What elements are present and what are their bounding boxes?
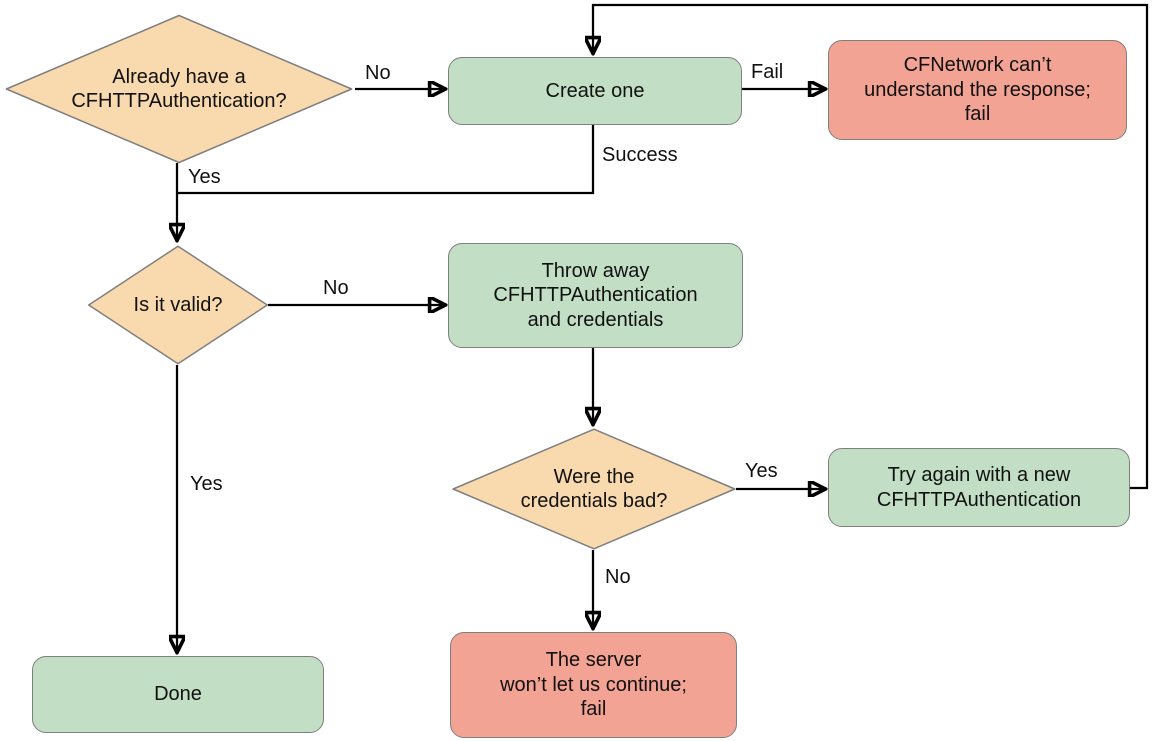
edge-label-no: No (365, 62, 391, 84)
node-label: Already have a CFHTTPAuthentication? (71, 65, 287, 112)
terminal-done: Done (32, 656, 324, 733)
edge-label-no: No (605, 566, 631, 588)
edge-label-yes: Yes (188, 166, 221, 188)
process-create-one: Create one (448, 57, 742, 125)
node-label: The server won’t let us continue; fail (500, 649, 687, 721)
node-label: Done (154, 683, 202, 706)
node-label: Is it valid? (133, 293, 223, 316)
diamond-shape (452, 428, 736, 550)
node-label: Create one (545, 79, 645, 102)
node-label: Were the credentials bad? (520, 465, 668, 512)
diamond-shape (88, 245, 268, 365)
edge-label-yes: Yes (190, 473, 223, 495)
process-try-again: Try again with a new CFHTTPAuthenticatio… (828, 448, 1130, 527)
node-label: Try again with a new CFHTTPAuthenticatio… (876, 464, 1082, 511)
node-label: CFNetwork can’t understand the response;… (864, 54, 1091, 126)
terminal-cfnetwork-fail: CFNetwork can’t understand the response;… (828, 40, 1127, 140)
edge-label-no: No (323, 277, 349, 299)
decision-credentials-bad: Were the credentials bad? (452, 428, 736, 550)
node-label: Throw away CFHTTPAuthentication and cred… (493, 259, 698, 331)
terminal-server-fail: The server won’t let us continue; fail (450, 632, 737, 738)
decision-already-have-auth: Already have a CFHTTPAuthentication? (5, 14, 353, 164)
diamond-shape (5, 14, 353, 164)
edge-label-success: Success (602, 144, 678, 166)
process-throw-away: Throw away CFHTTPAuthentication and cred… (448, 243, 743, 348)
edge-success-return (177, 125, 595, 195)
decision-is-it-valid: Is it valid? (88, 245, 268, 365)
edge-label-yes: Yes (745, 460, 778, 482)
edge-loop-back-to-create (593, 3, 1149, 490)
edge-label-fail: Fail (751, 61, 784, 83)
